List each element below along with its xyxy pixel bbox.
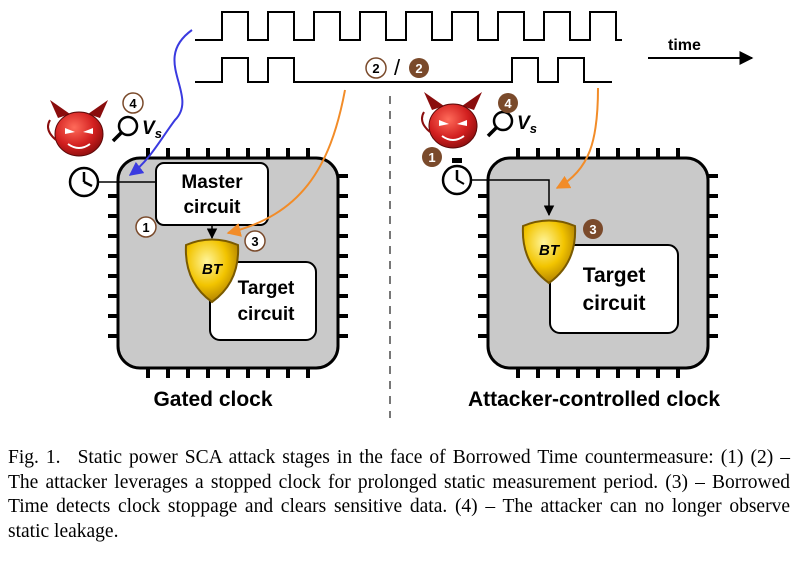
svg-text:BT: BT <box>539 242 561 259</box>
left-chip-title: Gated clock <box>153 388 272 411</box>
devil-icon <box>47 100 108 157</box>
vs-label-right: Vs <box>517 113 537 136</box>
svg-text:2: 2 <box>372 61 379 76</box>
step-badge-4-right: 4 <box>498 93 518 113</box>
devil-icon <box>421 92 482 149</box>
svg-text:circuit: circuit <box>237 304 295 325</box>
svg-text:3: 3 <box>589 222 596 237</box>
shield-icon: BT <box>521 219 577 285</box>
clock-waveform-bottom <box>195 57 612 83</box>
clock-waveform-top <box>195 11 622 41</box>
attacker-arrow <box>128 29 193 176</box>
svg-text:circuit: circuit <box>582 292 645 315</box>
svg-text:4: 4 <box>504 96 512 111</box>
clock-icon <box>68 166 100 198</box>
right-target-circuit-box: Target circuit <box>549 244 679 334</box>
svg-text:Target: Target <box>583 264 646 287</box>
svg-text:BT: BT <box>202 261 224 278</box>
step-badge-3-left: 3 <box>244 230 266 252</box>
svg-text:1: 1 <box>142 220 149 235</box>
right-chip-title: Attacker-controlled clock <box>468 388 720 411</box>
magnifier-icon <box>111 115 139 143</box>
clock-arrow-right <box>555 87 599 189</box>
stopwatch-to-bt-line <box>472 179 555 217</box>
figure-caption: Fig. 1. Static power SCA attack stages i… <box>8 446 790 544</box>
magnifier-icon <box>486 110 514 138</box>
svg-text:circuit: circuit <box>183 197 241 218</box>
stopwatch-icon <box>441 158 473 196</box>
step-badge-1-right: 1 <box>422 147 442 167</box>
svg-text:Master: Master <box>181 172 243 193</box>
master-circuit-box: Master circuit <box>155 162 269 226</box>
svg-text:3: 3 <box>251 234 258 249</box>
step-badge-1-left: 1 <box>135 216 157 238</box>
step-badge-3-right: 3 <box>583 219 603 239</box>
svg-text:/: / <box>394 55 401 80</box>
caption-label: Fig. 1. <box>8 447 61 468</box>
attack-diagram: time 2 / 2 <box>47 11 754 418</box>
step-badge-4-left: 4 <box>122 92 144 114</box>
svg-text:2: 2 <box>415 61 422 76</box>
caption-text: Static power SCA attack stages in the fa… <box>8 447 791 542</box>
shield-icon: BT <box>184 238 240 304</box>
vs-label-left: Vs <box>142 118 162 141</box>
time-label: time <box>668 37 701 54</box>
clock-arrow-left <box>226 89 346 237</box>
svg-text:1: 1 <box>428 150 435 165</box>
left-target-circuit-box: Target circuit <box>209 261 317 341</box>
svg-text:Target: Target <box>238 278 295 299</box>
stage-2-badges: 2 / 2 <box>365 55 429 80</box>
svg-text:4: 4 <box>129 96 137 111</box>
